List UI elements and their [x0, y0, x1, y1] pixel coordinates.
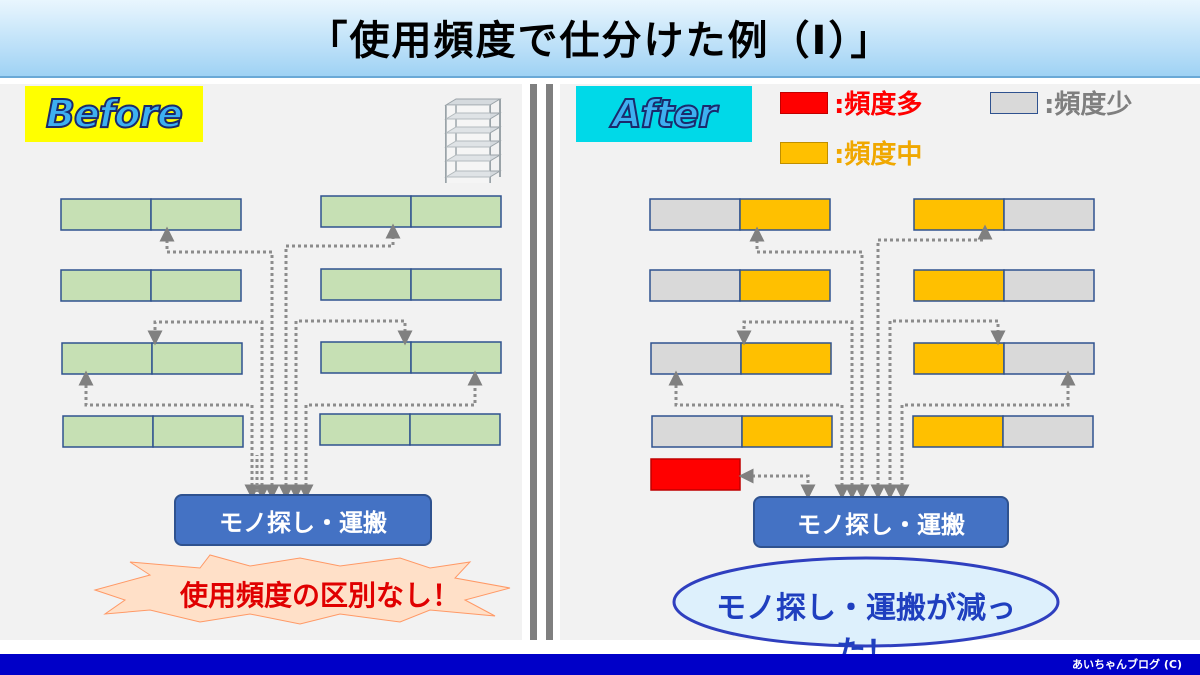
after-arrow-l4 [668, 370, 850, 500]
before-callout-text: 使用頻度の区別なし！ [179, 579, 460, 612]
footer-credit: あいちゃんブログ (C) [1072, 658, 1182, 671]
before-arrow-l3 [147, 320, 270, 500]
before-shelf-l4a [62, 415, 154, 448]
title-bar: 「使用頻度で仕分けた例（Ⅰ）」 [0, 0, 1200, 78]
after-arrow-l1 [749, 226, 870, 500]
before-arrow-r3 [288, 319, 413, 500]
legend-low-label: :頻度少 [1044, 90, 1133, 120]
after-shelf-l1a [649, 198, 741, 231]
before-search-transport-label: モノ探し・運搬 [219, 508, 387, 537]
before-shelf-l1b [150, 198, 242, 231]
after-shelf-r3a [913, 342, 1005, 375]
before-shelf-r1a [320, 195, 412, 228]
after-arrow-r4 [894, 370, 1076, 500]
after-shelf-r3b [1003, 342, 1095, 375]
legend-low: :頻度少 [990, 84, 1132, 121]
after-arrow-r3 [882, 319, 1006, 500]
before-arrow-l4 [78, 370, 260, 500]
after-shelf-r2b [1003, 269, 1095, 302]
after-shelf-r1b [1003, 198, 1095, 231]
legend-low-swatch [990, 91, 1038, 114]
legend-mid-label: :頻度中 [834, 140, 923, 170]
after-arrow-high [738, 468, 816, 500]
after-arrow-l3 [736, 320, 860, 500]
before-callout-burst [93, 554, 511, 625]
before-shelf-r2b [410, 268, 502, 301]
after-shelf-high [650, 458, 741, 491]
after-callout-ellipse [672, 556, 1060, 648]
shelf-icon [444, 98, 502, 183]
before-shelf-r4b [409, 413, 501, 446]
after-callout-text: モノ探し・運搬が減った！ [716, 591, 1016, 670]
footer-bar: あいちゃんブログ (C) [0, 654, 1200, 675]
legend-high: :頻度多 [780, 84, 922, 121]
before-shelf-l3a [61, 342, 153, 375]
before-shelf-r1b [410, 195, 502, 228]
after-shelf-r4a [912, 415, 1004, 448]
after-shelf-r4b [1002, 415, 1094, 448]
before-search-transport-box: モノ探し・運搬 [174, 494, 432, 546]
after-shelf-l4b [741, 415, 833, 448]
legend-mid-swatch [780, 141, 828, 164]
before-shelf-l3b [151, 342, 243, 375]
after-shelf-l1b [739, 198, 831, 231]
before-arrow-l1 [159, 226, 280, 500]
divider-right [546, 84, 553, 640]
before-arrow-r1 [278, 223, 401, 500]
after-search-transport-box: モノ探し・運搬 [753, 496, 1009, 548]
after-shelf-l3a [650, 342, 742, 375]
after-badge: After [576, 86, 752, 142]
after-shelf-l2a [649, 269, 741, 302]
after-badge-label: After [611, 91, 718, 137]
legend-high-swatch [780, 91, 828, 114]
before-shelf-l2a [60, 269, 152, 302]
before-badge-label: Before [45, 91, 184, 137]
after-shelf-r2a [913, 269, 1005, 302]
page-title: 「使用頻度で仕分けた例（Ⅰ）」 [307, 18, 893, 64]
before-shelf-l2b [150, 269, 242, 302]
legend-mid: :頻度中 [780, 134, 922, 171]
before-shelf-r3b [410, 341, 502, 374]
before-badge: Before [25, 86, 203, 142]
before-shelf-r4a [319, 413, 411, 446]
before-shelf-r3a [320, 341, 412, 374]
before-arrow-r4 [298, 370, 483, 500]
after-shelf-r1a [913, 198, 1005, 231]
after-shelf-l2b [739, 269, 831, 302]
after-search-transport-label: モノ探し・運搬 [797, 510, 965, 539]
after-shelf-l3b [740, 342, 832, 375]
legend-high-label: :頻度多 [834, 90, 923, 120]
divider-left [530, 84, 537, 640]
before-shelf-r2a [320, 268, 412, 301]
after-arrow-r1 [870, 224, 993, 500]
before-shelf-l1a [60, 198, 152, 231]
after-shelf-l4a [651, 415, 743, 448]
before-shelf-l4b [152, 415, 244, 448]
